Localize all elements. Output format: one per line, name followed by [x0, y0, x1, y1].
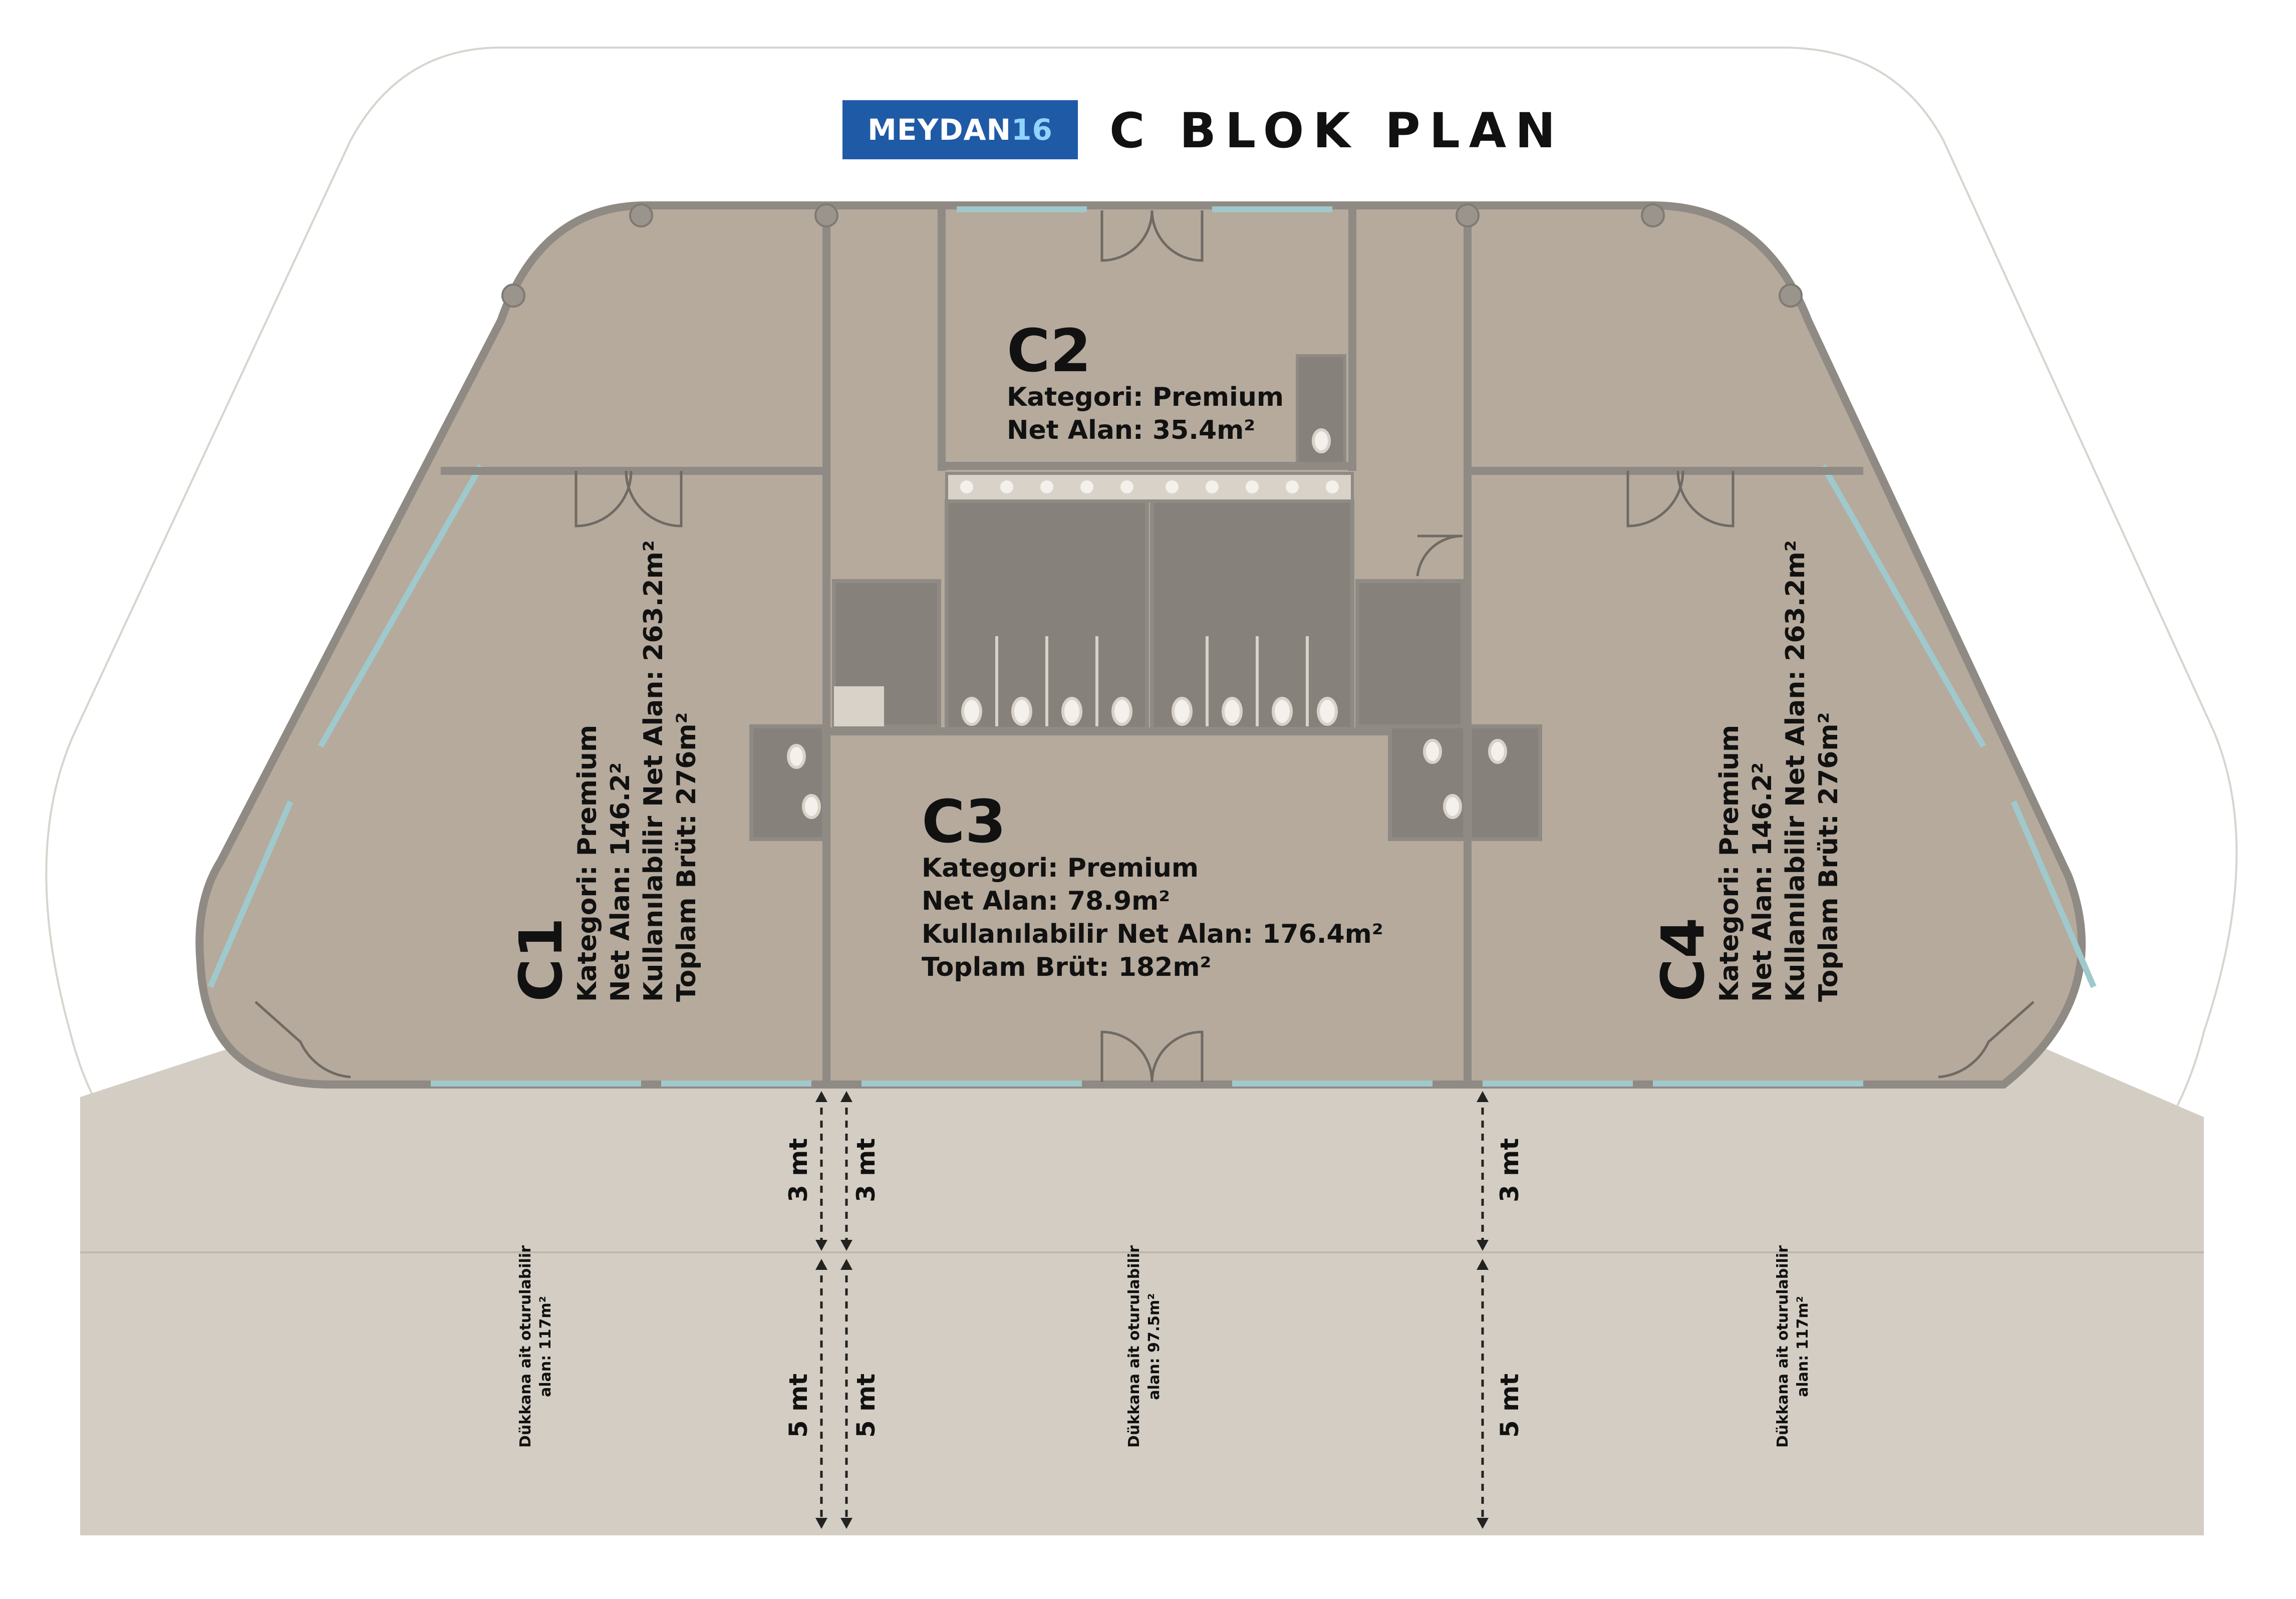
seating-left-line2: alan: 117m²	[537, 1296, 554, 1397]
wc-c4-b	[1468, 724, 1542, 841]
unit-c3-usable-area: Kullanılabilir Net Alan: 176.4m²	[922, 919, 1383, 949]
unit-c4-label: C4 Kategori: Premium Net Alan: 146.2² Ku…	[1648, 540, 1845, 1002]
dimension-5mt-left-a: 5 mt	[784, 1373, 813, 1438]
service-core	[749, 354, 1542, 841]
wc-fixtures	[787, 428, 1507, 819]
unit-c4-name: C4	[1648, 917, 1717, 1002]
service-room-right	[1355, 579, 1465, 728]
seating-middle-line1: Dükkana ait oturulabilir	[1125, 1245, 1143, 1448]
wc-c1	[749, 724, 826, 841]
dimension-3mt-left-a: 3 mt	[784, 1138, 813, 1202]
wc-block-right	[1150, 499, 1354, 731]
unit-c1-name: C1	[506, 917, 576, 1002]
seating-left-line1: Dükkana ait oturulabilir	[517, 1245, 534, 1448]
unit-c4-usable-area: Kullanılabilir Net Alan: 263.2m²	[1781, 540, 1811, 1002]
seating-right-line2: alan: 117m²	[1794, 1296, 1812, 1397]
seating-label-left: Dükkana ait oturulabilir alan: 117m²	[516, 1245, 556, 1448]
unit-c1-gross-area: Toplam Brüt: 276m²	[672, 712, 702, 1002]
logo-number: 16	[1011, 113, 1053, 147]
unit-c2-net-area: Net Alan: 35.4m²	[1007, 415, 1256, 445]
dimension-3mt-right: 3 mt	[1495, 1138, 1524, 1202]
unit-c3-category: Kategori: Premium	[922, 853, 1199, 883]
seating-label-middle: Dükkana ait oturulabilir alan: 97.5m²	[1124, 1245, 1165, 1448]
dimension-arrowheads	[815, 1091, 1489, 1529]
unit-c2-label: C2 Kategori: Premium Net Alan: 35.4m²	[1007, 321, 1284, 447]
unit-c3-gross-area: Toplam Brüt: 182m²	[922, 952, 1212, 982]
dimension-lines	[820, 1095, 1484, 1525]
structural-columns	[501, 203, 1803, 308]
outdoor-seating-area	[80, 1022, 2204, 1535]
seating-middle-line2: alan: 97.5m²	[1145, 1293, 1163, 1400]
unit-c4-category: Kategori: Premium	[1714, 724, 1745, 1002]
seating-label-right: Dükkana ait oturulabilir alan: 117m²	[1773, 1245, 1813, 1448]
unit-c1-category: Kategori: Premium	[572, 724, 603, 1002]
door-swings	[254, 210, 2035, 1083]
unit-c4-gross-area: Toplam Brüt: 276m²	[1814, 712, 1844, 1002]
unit-c1-net-area: Net Alan: 146.2²	[606, 762, 636, 1002]
sink-left	[834, 686, 884, 726]
unit-c2-name: C2	[1007, 316, 1091, 385]
unit-c1-usable-area: Kullanılabilir Net Alan: 263.2m²	[639, 540, 669, 1002]
unit-c2-category: Kategori: Premium	[1007, 382, 1284, 412]
dimension-3mt-left-b: 3 mt	[851, 1138, 881, 1202]
interior-walls	[441, 205, 1863, 1085]
plan-title: C BLOK PLAN	[1109, 103, 1565, 159]
dimension-5mt-right: 5 mt	[1495, 1373, 1524, 1438]
seating-right-line1: Dükkana ait oturulabilir	[1774, 1245, 1792, 1448]
unit-c1-label: C1 Kategori: Premium Net Alan: 146.2² Ku…	[506, 540, 703, 1002]
logo-text: MEYDAN	[868, 113, 1012, 147]
unit-c4-net-area: Net Alan: 146.2²	[1748, 762, 1778, 1002]
unit-c3-label: C3 Kategori: Premium Net Alan: 78.9m² Ku…	[922, 791, 1383, 984]
unit-c3-net-area: Net Alan: 78.9m²	[922, 886, 1171, 916]
dimension-5mt-left-b: 5 mt	[851, 1373, 881, 1438]
unit-c3-name: C3	[922, 787, 1006, 856]
